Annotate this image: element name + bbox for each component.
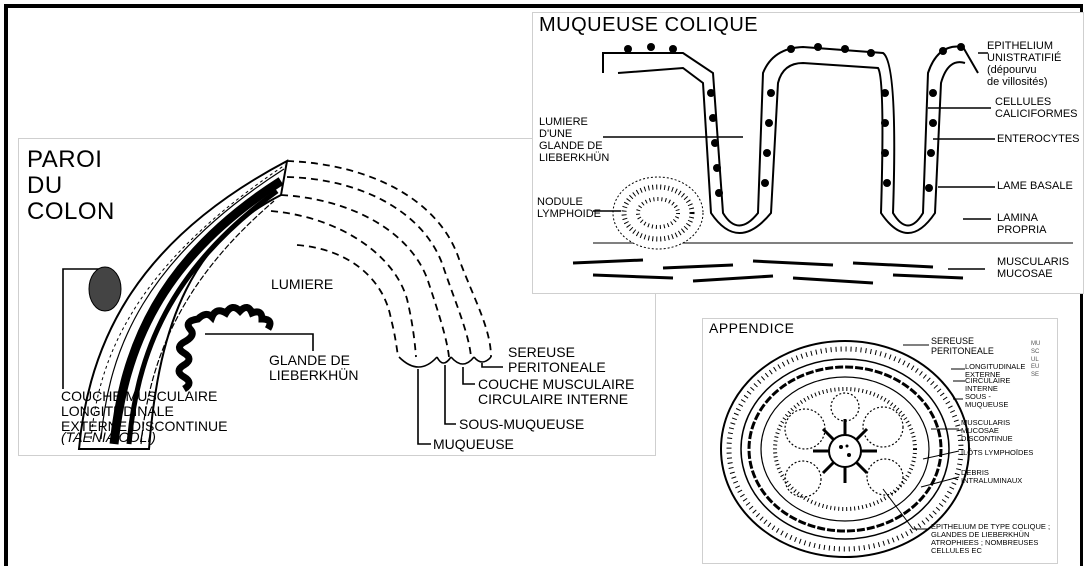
leader-glande [205,334,313,351]
nodule-lymphoide-drawing [613,177,703,249]
lamina-propria-label: LAMINA PROPRIA [997,213,1047,237]
enterocytes-label: ENTEROCYTES [997,134,1080,146]
muscularis-mucosae-label: MUSCULARIS MUCOSAE [997,257,1069,281]
muqueuse-label: MUQUEUSE [433,437,514,452]
appendix-debris-label: DEBRIS INTRALUMINAUX [961,469,1022,485]
nodule-lymphoide-label: NODULE LYMPHOIDE [537,197,601,221]
bracket-sereuse [474,357,491,362]
glande-label: GLANDE DE LIEBERKHÜN [269,353,358,383]
muqueuse-title: MUQUEUSE COLIQUE [539,15,758,37]
bracket-muqueuse [399,357,437,367]
appendix-sereuse-label: SEREUSE PERITONEALE [931,337,994,356]
cellules-caliciformes-label: CELLULES CALICIFORMES [995,97,1078,121]
appendix-epithelium-label: EPITHELIUM DE TYPE COLIQUE ; GLANDES DE … [931,523,1050,555]
appendix-circulaire-label: CIRCULAIRE INTERNE [965,377,1010,393]
dashed-layer-arcs [271,161,491,357]
leader-muqueuse [418,369,431,444]
sereuse-label: SEREUSE PERITONEALE [508,345,606,375]
arc-muqueuse-inner [297,245,398,357]
leader-sereuse [482,363,503,367]
muscularis-mucosae-drawing [573,260,963,283]
couche-circulaire-label: COUCHE MUSCULAIRE CIRCULAIRE INTERNE [478,377,634,407]
appendix-muscularis-label: MUSCULARIS MUCOSAE DISCONTINUE [961,419,1013,443]
epithelium-label: EPITHELIUM UNISTRATIFIÉ (dépourvu de vil… [987,41,1061,89]
appendix-sous-muqueuse-label: SOUS - MUQUEUSE [965,393,1008,409]
sous-muqueuse-label: SOUS-MUQUEUSE [459,417,584,432]
muqueuse-colique-panel: MUQUEUSE COLIQUE EPITHELIUM UNISTRATIFIÉ… [532,12,1084,294]
appendix-lumen [813,419,877,483]
taenia-coli-mass [89,267,121,311]
goblet-cells [624,43,965,197]
appendix-musculeuse-label: MUSCULEUSE [1031,341,1041,380]
appendice-panel: APPENDICE SEREUSE PERITONEALE LONGITUDIN… [702,318,1058,564]
paroi-title: PAROI DU COLON [27,147,115,225]
lieberkuhn-glands-line [179,307,270,389]
bracket-sous-muqueuse [437,357,451,363]
couche-longitudinale-label: COUCHE MUSCULAIRE LONGITUDINALE EXTERNE … [61,389,227,434]
appendix-ilots-label: ILÔTS LYMPHOÏDES [961,449,1033,457]
bracket-circulaire [451,357,474,364]
lumiere-label: LUMIERE [271,277,333,292]
leader-circulaire [463,367,475,384]
taenia-coli-label: (TAENIA COLI) [61,430,156,445]
lumiere-glande-label: LUMIERE D'UNE GLANDE DE LIEBERKHÜN [539,117,609,165]
leader-sous-muqueuse [445,365,456,424]
arc-sereuse [287,161,491,357]
lame-basale-label: LAME BASALE [997,181,1073,193]
appendice-title: APPENDICE [709,321,794,336]
